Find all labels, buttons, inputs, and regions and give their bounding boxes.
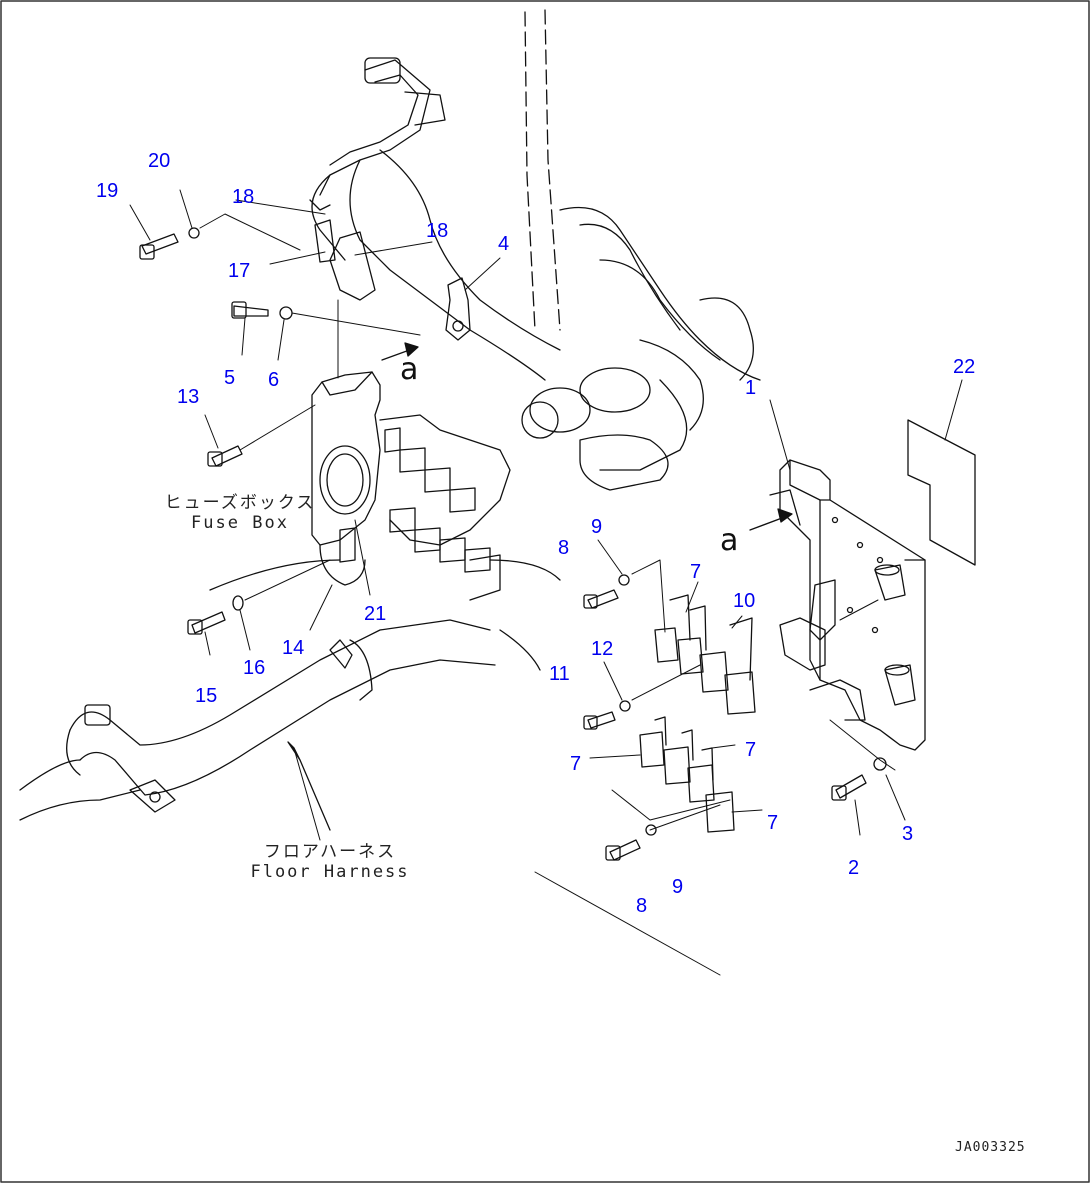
callout-13: 13: [177, 386, 200, 408]
callout-8-top: 8: [558, 537, 570, 559]
callout-12: 12: [591, 638, 614, 660]
bolts: [139, 227, 887, 861]
drawing-id: JA003325: [955, 1140, 1026, 1155]
callout-2: 2: [848, 857, 860, 879]
callout-18-left: 18: [232, 186, 255, 208]
callout-1: 1: [745, 377, 757, 399]
callout-8-bottom: 8: [636, 895, 648, 917]
callout-18-right: 18: [426, 220, 449, 242]
floor-harness-label-jp: フロアハーネス: [263, 842, 397, 862]
callout-19: 19: [96, 180, 119, 202]
harness-arrow: [287, 741, 301, 761]
floor-harness-label: フロアハーネス Floor Harness: [240, 842, 420, 882]
fuse-box: [311, 371, 511, 601]
callout-20: 20: [148, 150, 171, 172]
view-a-label-lower: a: [720, 523, 739, 558]
relays: [639, 594, 756, 833]
callout-11: 11: [549, 663, 570, 685]
callout-3: 3: [902, 823, 914, 845]
callout-22: 22: [953, 356, 976, 378]
fuse-box-label-jp: ヒューズボックス: [164, 493, 316, 513]
dashed-structure: [524, 9, 561, 331]
relay-panel: [769, 459, 926, 751]
callout-5: 5: [224, 367, 236, 389]
callout-21: 21: [364, 603, 387, 625]
callout-9-top: 9: [591, 516, 603, 538]
callout-7-bottom: 7: [767, 812, 779, 834]
clamps-17-18: [309, 199, 376, 301]
floor-harness: [19, 559, 561, 831]
callout-17: 17: [228, 260, 251, 282]
callout-9-bottom: 9: [672, 876, 684, 898]
callout-10: 10: [733, 590, 756, 612]
view-a-label-upper: a: [400, 352, 419, 387]
callout-4: 4: [498, 233, 510, 255]
fuse-box-label-en: Fuse Box: [191, 512, 289, 533]
right-harness: [521, 206, 761, 491]
callout-16: 16: [243, 657, 266, 679]
callout-15: 15: [195, 685, 218, 707]
callout-7-top: 7: [690, 561, 702, 583]
callout-7-left: 7: [570, 753, 582, 775]
upper-harness: [311, 57, 561, 381]
decal-22: [907, 419, 976, 566]
floor-harness-label-en: Floor Harness: [250, 861, 410, 882]
callout-6: 6: [268, 369, 280, 391]
callout-7-right: 7: [745, 739, 757, 761]
view-arrows: [381, 342, 793, 531]
bracket-4: [445, 277, 471, 341]
callout-14: 14: [282, 637, 305, 659]
leader-lines: [129, 189, 963, 976]
fuse-box-label: ヒューズボックス Fuse Box: [160, 493, 320, 533]
